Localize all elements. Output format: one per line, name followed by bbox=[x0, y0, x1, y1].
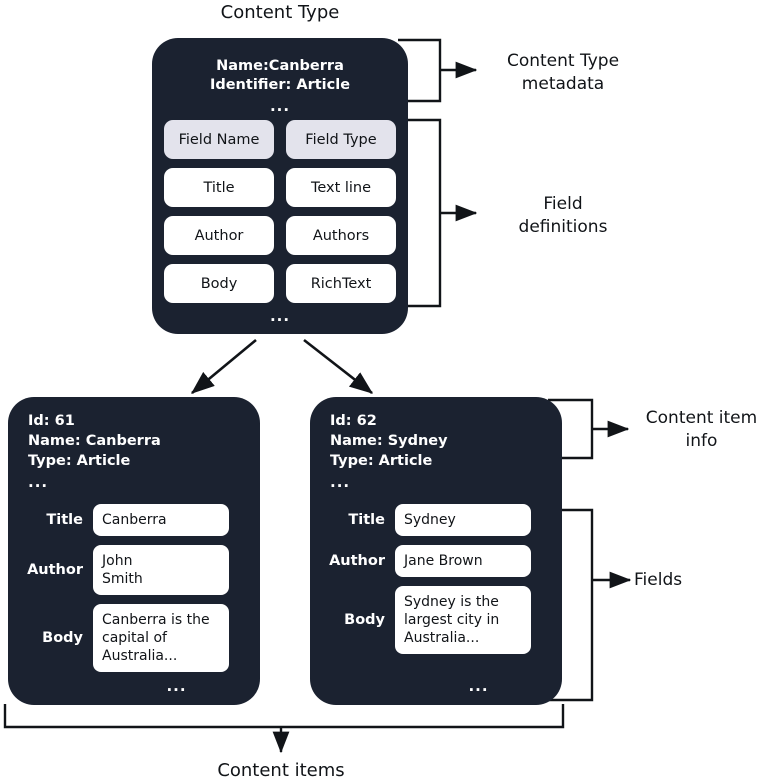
content-type-fields-ellipsis: ... bbox=[269, 307, 291, 325]
field-label: Title bbox=[46, 512, 83, 528]
content-item-field-row[interactable]: Author John Smith bbox=[8, 545, 260, 595]
content-item-type: Type: Article bbox=[28, 453, 131, 469]
content-item-field-list: Title Canberra Author John Smith Body Ca… bbox=[8, 504, 260, 681]
content-item-field-row[interactable]: Title Sydney bbox=[310, 504, 562, 536]
annotation-field-definitions: Field definitions bbox=[518, 194, 608, 237]
field-name-header: Field Name bbox=[164, 120, 274, 159]
bottom-caption: Content items bbox=[217, 760, 345, 781]
field-definition-grid: Field Name Field Type Title Text line Au… bbox=[164, 120, 396, 303]
content-type-identifier: Identifier: Article bbox=[209, 77, 351, 93]
field-name-cell[interactable]: Body bbox=[164, 264, 274, 303]
content-type-name: Name:Canberra bbox=[216, 58, 344, 74]
arrow-content-type-to-item-1 bbox=[190, 338, 257, 395]
content-item-card-sydney[interactable]: Id: 62 Name: Sydney Type: Article ... Ti… bbox=[310, 397, 562, 705]
content-item-field-row[interactable]: Author Jane Brown bbox=[310, 545, 562, 577]
field-value[interactable]: Sydney is the largest city in Australia.… bbox=[395, 586, 531, 654]
content-item-name: Name: Sydney bbox=[330, 433, 448, 449]
field-name-cell[interactable]: Author bbox=[164, 216, 274, 255]
annotation-content-item-info: Content item info bbox=[645, 408, 758, 451]
field-name-cell[interactable]: Title bbox=[164, 168, 274, 207]
field-label: Body bbox=[344, 612, 385, 628]
content-item-fields-ellipsis: ... bbox=[166, 677, 187, 695]
content-item-field-row[interactable]: Title Canberra bbox=[8, 504, 260, 536]
field-value[interactable]: Canberra bbox=[93, 504, 229, 536]
arrow-content-type-to-item-2 bbox=[303, 338, 374, 395]
content-item-field-list: Title Sydney Author Jane Brown Body Sydn… bbox=[310, 504, 562, 663]
field-label: Body bbox=[42, 630, 83, 646]
field-type-cell[interactable]: Authors bbox=[286, 216, 396, 255]
field-label: Author bbox=[27, 562, 83, 578]
content-item-fields-ellipsis: ... bbox=[468, 677, 489, 695]
content-item-id: Id: 62 bbox=[330, 413, 377, 429]
content-item-info-ellipsis: ... bbox=[330, 473, 351, 491]
content-type-metadata-ellipsis: ... bbox=[269, 97, 291, 115]
content-item-id: Id: 61 bbox=[28, 413, 75, 429]
content-item-type: Type: Article bbox=[330, 453, 433, 469]
field-value[interactable]: Sydney bbox=[395, 504, 531, 536]
field-label: Title bbox=[348, 512, 385, 528]
field-value[interactable]: Canberra is the capital of Australia... bbox=[93, 604, 229, 672]
bracket-field-definitions bbox=[398, 118, 478, 308]
field-type-cell[interactable]: RichText bbox=[286, 264, 396, 303]
content-item-name: Name: Canberra bbox=[28, 433, 161, 449]
annotation-content-type-metadata: Content Type metadata bbox=[506, 51, 620, 94]
field-type-cell[interactable]: Text line bbox=[286, 168, 396, 207]
field-label: Author bbox=[329, 553, 385, 569]
page-title: Content Type bbox=[220, 2, 340, 23]
field-type-header: Field Type bbox=[286, 120, 396, 159]
content-item-field-row[interactable]: Body Sydney is the largest city in Austr… bbox=[310, 586, 562, 654]
field-value[interactable]: John Smith bbox=[93, 545, 229, 595]
annotation-fields: Fields bbox=[634, 570, 683, 590]
bracket-content-items bbox=[3, 704, 565, 754]
content-item-info-ellipsis: ... bbox=[28, 473, 49, 491]
content-item-card-canberra[interactable]: Id: 61 Name: Canberra Type: Article ... … bbox=[8, 397, 260, 705]
content-type-card[interactable]: Name:Canberra Identifier: Article ... Fi… bbox=[152, 38, 408, 334]
content-item-field-row[interactable]: Body Canberra is the capital of Australi… bbox=[8, 604, 260, 672]
field-value[interactable]: Jane Brown bbox=[395, 545, 531, 577]
